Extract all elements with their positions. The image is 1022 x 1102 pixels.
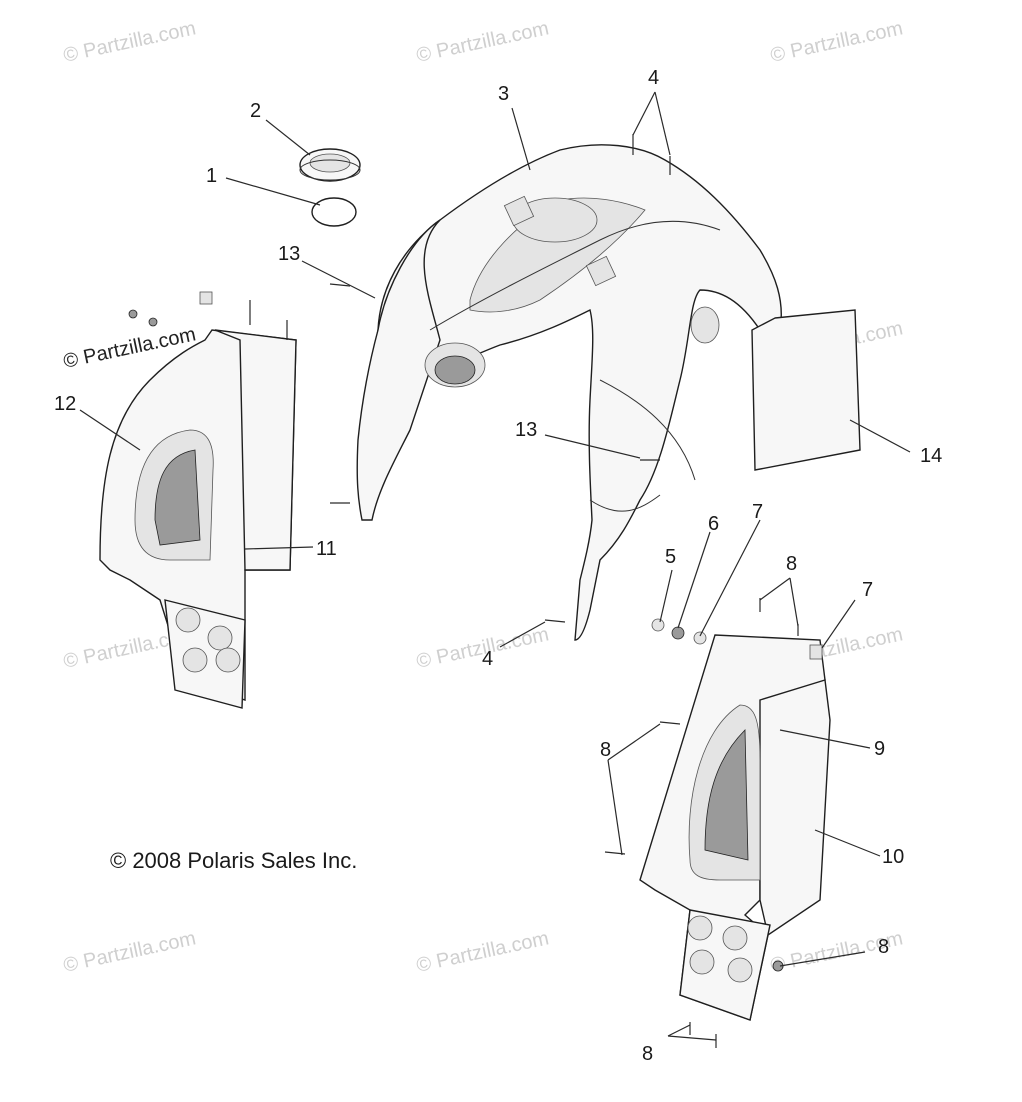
callout-labels: 1 2 3 4 4 5 6 7 7 8 8 8 8 8 9 10 11 12 1… <box>54 67 942 1065</box>
callout-4-bottom: 4 <box>482 648 493 670</box>
watermark: © Partzilla.com <box>414 927 550 977</box>
part-10-right-side-panel <box>639 634 831 1021</box>
callout-8-left: 8 <box>600 739 611 761</box>
callout-1: 1 <box>206 165 217 187</box>
callout-8-top: 8 <box>786 553 797 575</box>
part-1-o-ring <box>311 197 357 227</box>
callout-13-bottom: 13 <box>515 419 537 441</box>
callout-6: 6 <box>708 513 719 535</box>
part-3-hood <box>356 144 782 641</box>
callout-11: 11 <box>316 538 337 560</box>
callout-2: 2 <box>250 100 261 122</box>
callout-13-top: 13 <box>278 243 300 265</box>
callout-7-right: 7 <box>862 579 873 601</box>
copyright-notice: © 2008 Polaris Sales Inc. <box>110 848 357 873</box>
callout-4-top: 4 <box>648 67 659 89</box>
callout-12: 12 <box>54 393 76 415</box>
watermark: © Partzilla.com <box>768 17 904 67</box>
callout-9: 9 <box>874 738 885 760</box>
leader-lines <box>79 91 911 1041</box>
callout-5: 5 <box>665 546 676 568</box>
callout-3: 3 <box>498 83 509 105</box>
watermark: © Partzilla.com <box>414 17 550 67</box>
watermark: © Partzilla.com <box>61 17 197 67</box>
part-12-left-side-panel <box>99 329 297 709</box>
part-2-gasket <box>299 148 361 182</box>
callout-7-left: 7 <box>752 501 763 523</box>
callout-10: 10 <box>882 846 904 868</box>
callout-8-bottom: 8 <box>642 1043 653 1065</box>
watermark: © Partzilla.com <box>61 927 197 977</box>
part-14-decal <box>751 309 861 471</box>
callout-8-right: 8 <box>878 936 889 958</box>
callout-14: 14 <box>920 445 942 467</box>
